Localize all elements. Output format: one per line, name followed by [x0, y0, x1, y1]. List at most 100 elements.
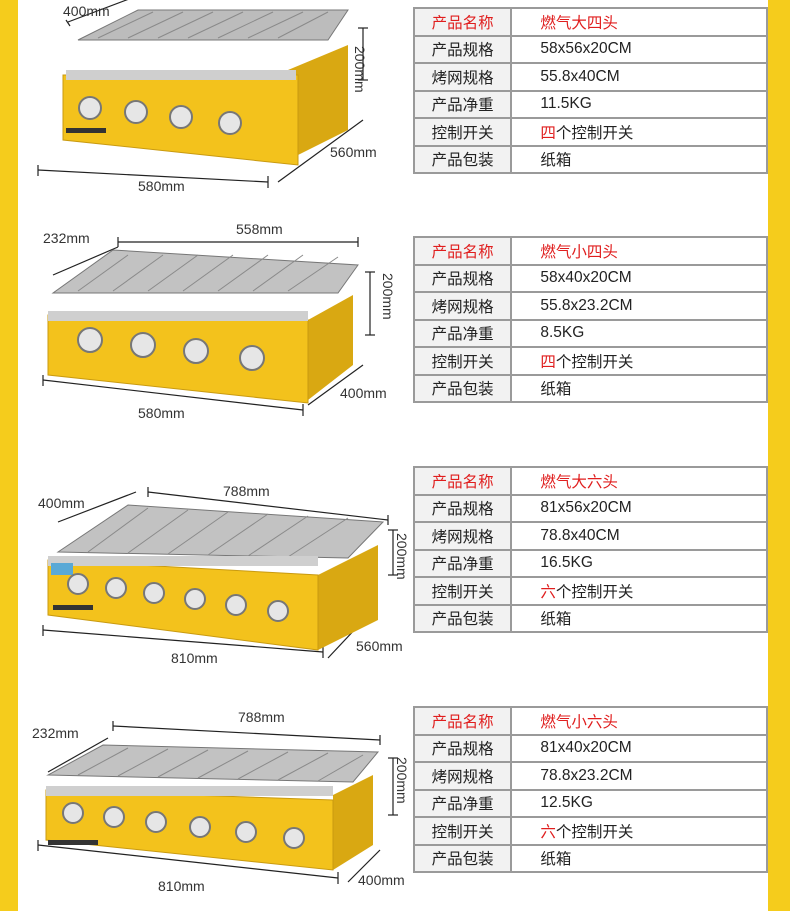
spec-row: 产品名称燃气小四头 [412, 236, 768, 266]
spec-row: 产品包装纸箱 [412, 603, 768, 633]
spec-label: 烤网规格 [412, 761, 513, 791]
dim-side-label: 560mm [330, 144, 377, 160]
spec-row: 控制开关四个控制开关 [412, 117, 768, 147]
spec-value-count: 六 [540, 583, 556, 601]
dim-length-label: 810mm [171, 650, 218, 666]
grill-image-small-6-burner [37, 721, 398, 884]
spec-value: 11.5KG [510, 89, 768, 119]
spec-value: 58x40x20CM [510, 263, 768, 293]
spec-row: 产品名称燃气小六头 [412, 706, 768, 736]
spec-value: 燃气大四头 [510, 7, 768, 37]
spec-label: 产品名称 [412, 706, 513, 736]
dim-height-label: 200mm [352, 46, 368, 93]
spec-value: 燃气小四头 [510, 236, 768, 266]
spec-row: 产品名称燃气大六头 [412, 466, 768, 496]
dim-side-label: 400mm [358, 872, 405, 888]
product-section-2: 232mm 558mm 200mm 400mm 580mm 产品名称燃气小四头产… [18, 221, 768, 450]
spec-label: 烤网规格 [412, 62, 513, 92]
spec-label: 控制开关 [412, 117, 513, 147]
dim-depth-label: 400mm [63, 3, 110, 19]
dim-depth-label: 232mm [43, 230, 90, 246]
spec-value: 16.5KG [510, 548, 768, 578]
spec-label: 产品规格 [412, 263, 513, 293]
dim-length-label: 810mm [158, 878, 205, 894]
spec-label: 产品规格 [412, 493, 513, 523]
spec-row: 控制开关六个控制开关 [412, 816, 768, 846]
spec-label: 产品包装 [412, 603, 513, 633]
grill-image-large-4-burner [37, 0, 368, 188]
dim-depth-label: 400mm [38, 495, 85, 511]
spec-value-text: 个控制开关 [555, 353, 634, 371]
dim-side-label: 560mm [356, 638, 403, 654]
dim-height-label: 200mm [380, 273, 396, 320]
dim-side-label: 400mm [340, 385, 387, 401]
product-section-3: 400mm 788mm 200mm 560mm 810mm 产品名称燃气大六头产… [18, 460, 768, 685]
spec-value: 58x56x20CM [510, 34, 768, 64]
spec-row: 产品包装纸箱 [412, 373, 768, 403]
spec-value-text: 个控制开关 [555, 823, 634, 841]
spec-value: 8.5KG [510, 318, 768, 348]
dim-top-label: 788mm [238, 709, 285, 725]
spec-value: 燃气小六头 [510, 706, 768, 736]
spec-value-count: 四 [540, 353, 556, 371]
dim-height-label: 200mm [394, 533, 410, 580]
grill-image-small-4-burner [42, 237, 375, 416]
spec-value: 纸箱 [510, 373, 768, 403]
spec-value: 55.8x23.2CM [510, 291, 768, 321]
spec-label: 产品净重 [412, 89, 513, 119]
spec-value: 六个控制开关 [510, 576, 768, 606]
spec-value: 四个控制开关 [510, 117, 768, 147]
spec-value: 78.8x40CM [510, 521, 768, 551]
spec-value: 纸箱 [510, 843, 768, 873]
spec-label: 控制开关 [412, 346, 513, 376]
spec-value: 12.5KG [510, 788, 768, 818]
spec-label: 产品名称 [412, 466, 513, 496]
product-section-4: 232mm 788mm 200mm 400mm 810mm 产品名称燃气小六头产… [18, 700, 768, 911]
spec-row: 产品包装纸箱 [412, 843, 768, 873]
spec-value: 六个控制开关 [510, 816, 768, 846]
spec-label: 控制开关 [412, 816, 513, 846]
spec-value: 81x40x20CM [510, 733, 768, 763]
spec-value: 燃气大六头 [510, 466, 768, 496]
spec-value-text: 个控制开关 [555, 124, 634, 142]
spec-row: 产品包装纸箱 [412, 144, 768, 174]
left-accent-bar [0, 0, 18, 911]
spec-row: 控制开关四个控制开关 [412, 346, 768, 376]
dim-depth-label: 232mm [32, 725, 79, 741]
spec-label: 产品包装 [412, 144, 513, 174]
spec-label: 产品包装 [412, 843, 513, 873]
dim-height-label: 200mm [394, 757, 410, 804]
spec-value-count: 四 [540, 124, 556, 142]
spec-value: 81x56x20CM [510, 493, 768, 523]
spec-label: 控制开关 [412, 576, 513, 606]
spec-value: 78.8x23.2CM [510, 761, 768, 791]
spec-label: 产品净重 [412, 548, 513, 578]
right-accent-bar [768, 0, 790, 911]
spec-value: 纸箱 [510, 144, 768, 174]
grill-image-large-6-burner [42, 487, 398, 659]
dim-top-label: 558mm [236, 221, 283, 237]
spec-value: 四个控制开关 [510, 346, 768, 376]
spec-value-count: 六 [540, 823, 556, 841]
spec-value: 55.8x40CM [510, 62, 768, 92]
